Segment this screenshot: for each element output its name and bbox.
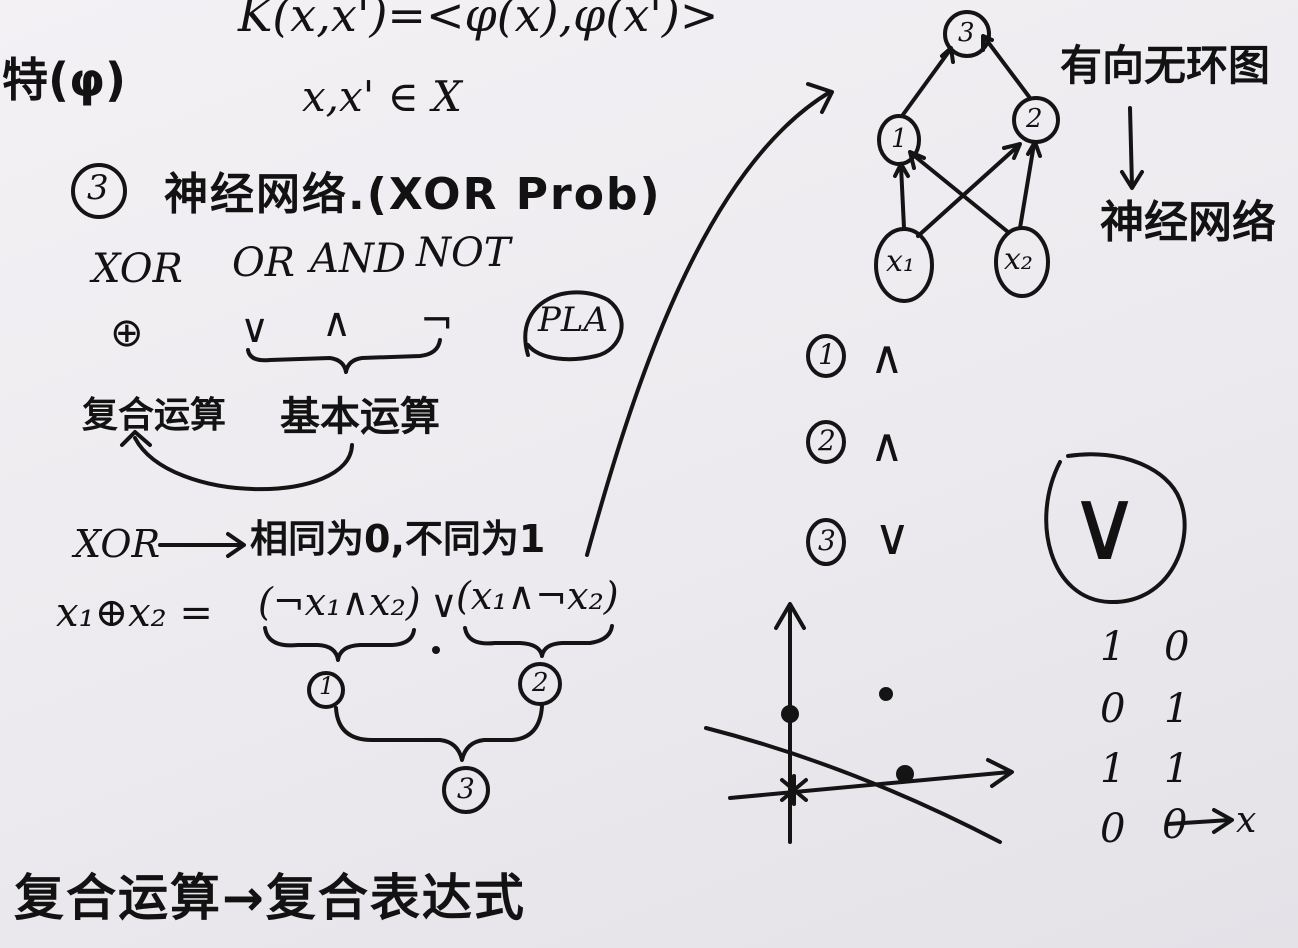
composite-arrow: [133, 436, 354, 492]
dag-node-left: 1: [891, 124, 908, 154]
dag-node-right: 2: [1026, 104, 1043, 134]
truth-row-4-b: 0: [1162, 802, 1188, 848]
dag-node-top: 3: [958, 18, 975, 48]
dag-node-x2: x₂: [1004, 242, 1033, 277]
truth-arrow-target: x: [1236, 800, 1257, 841]
xor-lhs: x₁⊕x₂ =: [56, 590, 213, 636]
term2-brace: [463, 624, 614, 658]
truth-row-1-b: 0: [1164, 624, 1190, 670]
bottom-line: 复合运算→复合表达式: [14, 869, 526, 927]
basic-op-label: 基本运算: [280, 394, 440, 440]
plot-point: [896, 765, 914, 783]
pla-label: PLA: [538, 300, 609, 340]
xor-rule-label: XOR: [74, 522, 161, 566]
kernel-formula: K(x,x')=<φ(x),φ(x')>: [238, 0, 719, 42]
pla-circle: [523, 290, 624, 362]
op-header-xor: XOR: [92, 246, 183, 292]
node-op-1-num: 1: [818, 338, 836, 371]
xor-rule-text: 相同为0,不同为1: [250, 517, 546, 561]
dag-node-x1: x₁: [886, 244, 915, 279]
plot-separator: [704, 726, 1002, 844]
op-header-not: NOT: [416, 230, 511, 276]
brace-node-3: 3: [457, 772, 475, 805]
truth-row-3-b: 1: [1164, 746, 1190, 792]
dag-label-top: 有向无环图: [1060, 41, 1271, 90]
combine-brace: [334, 704, 544, 762]
op-header-or: OR: [232, 240, 295, 286]
op-symbol-xor: ⊕: [110, 310, 144, 356]
section3-circle: [71, 163, 127, 219]
node-op-1-op: ∧: [870, 330, 904, 384]
truth-row-4-a: 0: [1100, 806, 1126, 852]
big-or-symbol: ∨: [1068, 466, 1142, 583]
top-left-fragment: 特(φ): [2, 53, 127, 107]
truth-row-2-b: 1: [1164, 686, 1190, 732]
domain-note: x,x' ∈ X: [302, 72, 462, 121]
section3-title: 神经网络.(XOR Prob): [164, 169, 662, 220]
term2: (x₁∧¬x₂): [456, 574, 619, 618]
op-symbol-and: ∧: [322, 300, 352, 346]
truth-row-1-a: 1: [1100, 624, 1126, 670]
op-symbol-not: ¬: [420, 298, 454, 344]
node-op-2-op: ∧: [870, 418, 904, 472]
brace-node-2: 2: [532, 668, 549, 698]
plot-point: [432, 646, 440, 654]
plot-point: [781, 705, 799, 723]
plot-point: [879, 687, 893, 701]
node-op-2-num: 2: [818, 424, 836, 457]
big-or-circle: [1044, 452, 1187, 605]
truth-row-3-a: 1: [1100, 746, 1126, 792]
brace-node-1: 1: [319, 672, 335, 700]
op-symbol-or: ∨: [240, 306, 270, 352]
node-op-3-op: ∨: [874, 508, 911, 566]
dag-label-bottom: 神经网络: [1100, 197, 1276, 248]
or-symbol: ∨: [430, 582, 458, 626]
basic-brace: [246, 338, 442, 374]
node-op-3-num: 3: [818, 524, 836, 557]
section3-number: 3: [87, 168, 109, 208]
op-header-and: AND: [310, 236, 406, 282]
composite-op-label: 复合运算: [82, 395, 227, 436]
plot-x-axis: [728, 770, 1012, 800]
term1-brace: [263, 626, 416, 662]
long-arrow: [585, 90, 832, 557]
term1: (¬x₁∧x₂): [258, 580, 421, 624]
truth-row-2-a: 0: [1100, 686, 1126, 732]
